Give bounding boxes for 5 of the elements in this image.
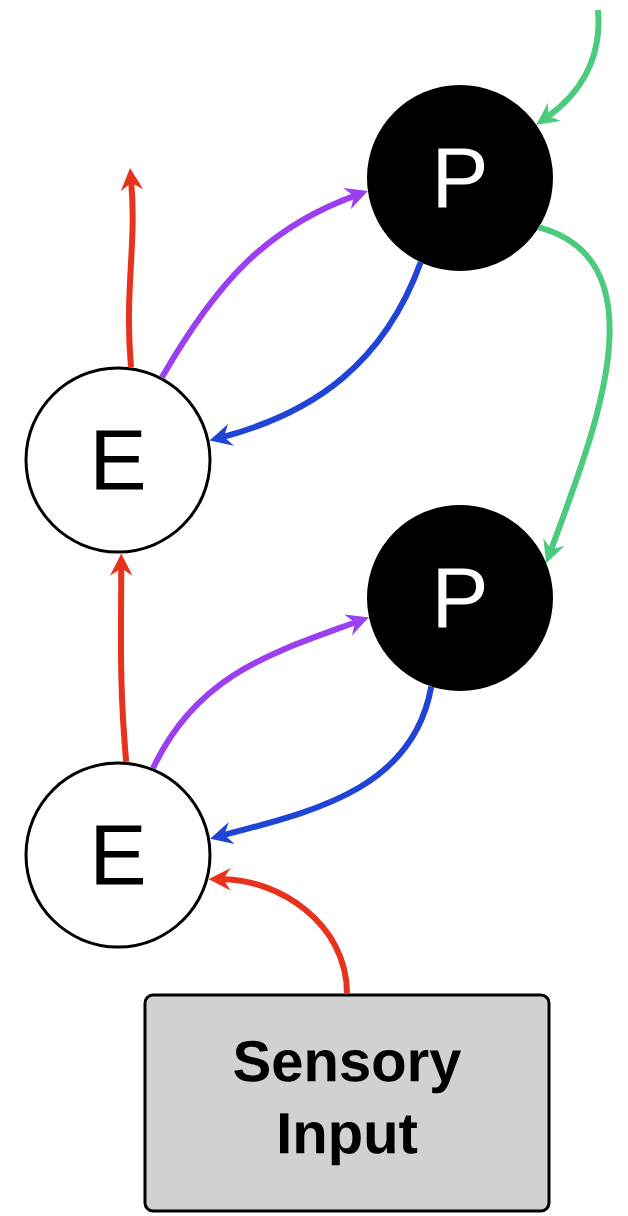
circle-node: P [367,85,553,271]
circle-node: E [24,366,212,554]
circle-node: P [367,505,553,691]
input-box: Sensory Input [143,993,551,1213]
circle-node: E [24,761,212,949]
